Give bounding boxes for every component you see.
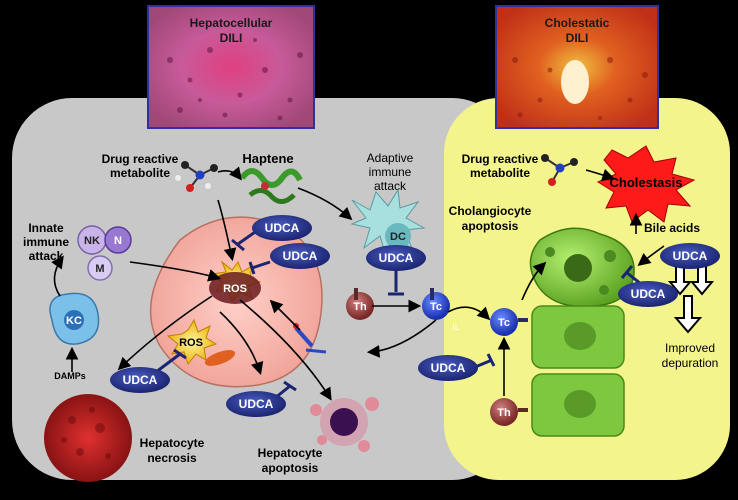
drug-metabolite-label-line1: Drug reactive [102,152,179,166]
il-label: IL [452,322,460,332]
neutrophil-cell [104,226,132,254]
tc-right-label: Tc [498,317,510,329]
dc-label: DC [390,231,406,243]
kc-label: KC [66,315,82,327]
udca-label-7: UDCA [631,287,666,301]
udca-badge-8 [660,243,720,269]
th-cell-left [346,288,374,320]
cholestasis-label: Cholestasis [610,175,683,190]
apoptotic-hepatocyte [310,397,379,452]
drug-metabolite-label-line2: metabolite [110,166,170,180]
cholestatic-histology-image [495,5,659,129]
udca-badge-6 [418,355,478,381]
hepatocellular-title-line2: DILI [220,31,243,45]
udca-badge-1 [252,215,312,241]
udca-label-6: UDCA [431,361,466,375]
tc-left-label: Tc [430,301,442,313]
udca-badge-2 [270,243,330,269]
udca-label-2: UDCA [283,249,318,263]
improved-label-line1: Improved [665,341,715,355]
cholangiocyte-cell-bottom [531,373,625,437]
innate-label-line1: Innate [28,221,64,235]
udca-label-8: UDCA [673,249,708,263]
kupffer-cell [49,292,100,345]
necrosis-label-line1: Hepatocyte [140,436,205,450]
cholangiocyte-cell-top [531,305,625,369]
improved-label-line2: depuration [662,356,719,370]
th-cell-right [490,398,528,426]
udca-label-5: UDCA [239,397,274,411]
cholangiocyte-label-line1: Cholangiocyte [449,204,532,218]
damps-label: DAMPs [54,371,86,381]
haptene-protein-icon [239,168,303,204]
haptene-label: Haptene [242,151,293,166]
udca-badge-4 [110,367,170,393]
nk-label: NK [84,235,100,247]
cholestasis-burst [596,145,696,223]
udca-badge-5 [226,391,286,417]
necrosis-label-line2: necrosis [147,451,197,465]
drug-metabolite-right-line1: Drug reactive [462,152,539,166]
cholestatic-title-line2: DILI [566,31,589,45]
ros-mito-label: ROS [179,337,203,349]
adaptive-label-line3: attack [374,179,407,193]
innate-label-line2: immune [23,235,69,249]
tc-cell-left [422,288,450,320]
pathway-arrows [51,166,665,401]
bile-acids-label: Bile acids [644,221,700,235]
udca-label-3: UDCA [379,251,414,265]
cholangiocyte-label-line2: apoptosis [462,219,519,233]
necrotic-hepatocyte [44,394,132,482]
udca-badge-7 [618,281,678,307]
ros-mito-burst [166,318,236,366]
hepatocellular-histology-image [147,5,315,129]
drug-molecule-icon [175,161,218,192]
ros-main-label: ROS [223,283,247,295]
adaptive-label-line2: immune [369,165,412,179]
drug-molecule-right-icon [541,154,578,186]
th-left-label: Th [353,301,367,313]
n-label: N [114,235,122,247]
tc-cell-right [490,308,528,336]
drug-metabolite-right-line2: metabolite [470,166,530,180]
hepatocellular-title-line1: Hepatocellular [190,16,273,30]
macrophage-cell [87,255,113,281]
apoptosis-label-line2: apoptosis [262,461,319,475]
m-label: M [95,263,104,275]
cholestatic-title-line1: Cholestatic [545,16,610,30]
apoptosis-label-line1: Hepatocyte [258,446,323,460]
udca-inhibitor-lines [155,228,647,404]
udca-label-4: UDCA [123,373,158,387]
adaptive-label-line1: Adaptive [367,151,414,165]
th-right-label: Th [497,407,511,419]
udca-label-1: UDCA [265,221,300,235]
innate-label-line3: attack [29,249,64,263]
ros-main-burst [209,260,262,304]
udca-badge-3 [366,245,426,271]
